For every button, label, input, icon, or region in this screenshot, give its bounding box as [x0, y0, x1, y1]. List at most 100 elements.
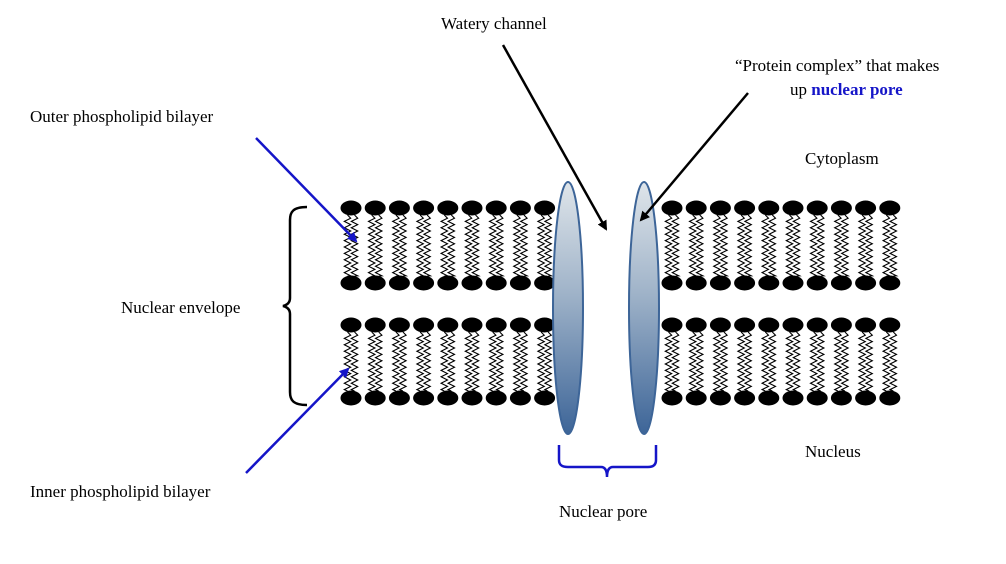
phospholipid-bilayers: [340, 200, 901, 406]
phospholipid-inner: [364, 317, 386, 406]
phospholipid-head: [709, 200, 731, 216]
phospholipid-head: [485, 317, 507, 333]
phospholipid-head: [388, 275, 410, 291]
pore-protein-right: [628, 181, 660, 435]
phospholipid-head: [461, 390, 483, 406]
phospholipid-head: [413, 390, 435, 406]
phospholipid-head: [437, 390, 459, 406]
watery-channel-label: Watery channel: [441, 14, 547, 33]
phospholipid-head: [855, 200, 877, 216]
phospholipid-head: [340, 275, 362, 291]
protein-complex-arrow: [639, 92, 749, 222]
pore-protein-left: [552, 181, 584, 435]
phospholipid-head: [855, 390, 877, 406]
watery-channel-arrow: [501, 44, 608, 231]
phospholipid-inner: [461, 317, 483, 406]
phospholipid-head: [734, 200, 756, 216]
phospholipid-head: [782, 390, 804, 406]
phospholipid-head: [685, 390, 707, 406]
phospholipid-head: [709, 275, 731, 291]
phospholipid-head: [830, 390, 852, 406]
phospholipid-head: [734, 275, 756, 291]
phospholipid-head: [855, 317, 877, 333]
phospholipid-outer: [461, 200, 483, 291]
phospholipid-head: [388, 390, 410, 406]
phospholipid-head: [413, 275, 435, 291]
phospholipid-head: [461, 317, 483, 333]
phospholipid-head: [806, 275, 828, 291]
phospholipid-head: [830, 200, 852, 216]
phospholipid-inner: [485, 317, 507, 406]
phospholipid-head: [709, 317, 731, 333]
phospholipid-head: [461, 275, 483, 291]
phospholipid-head: [509, 200, 531, 216]
phospholipid-head: [879, 317, 901, 333]
phospholipid-head: [782, 200, 804, 216]
outer-bilayer-arrow: [255, 137, 358, 243]
phospholipid-head: [758, 275, 780, 291]
outer-bilayer-label: Outer phospholipid bilayer: [30, 107, 214, 126]
phospholipid-outer: [879, 200, 901, 291]
phospholipid-head: [534, 275, 556, 291]
phospholipid-inner: [388, 317, 410, 406]
phospholipid-head: [661, 275, 683, 291]
phospholipid-head: [806, 390, 828, 406]
phospholipid-outer: [509, 200, 531, 291]
phospholipid-head: [340, 200, 362, 216]
inner-bilayer-arrow: [245, 367, 350, 474]
phospholipid-head: [509, 275, 531, 291]
phospholipid-inner: [340, 317, 362, 406]
phospholipid-outer: [830, 200, 852, 291]
phospholipid-inner: [879, 317, 901, 406]
phospholipid-head: [437, 275, 459, 291]
phospholipid-head: [413, 200, 435, 216]
cytoplasm-label: Cytoplasm: [805, 149, 879, 168]
phospholipid-head: [661, 317, 683, 333]
inner-bilayer-label: Inner phospholipid bilayer: [30, 482, 211, 501]
phospholipid-head: [388, 200, 410, 216]
phospholipid-head: [758, 317, 780, 333]
nuclear-pore-highlight: nuclear pore: [811, 80, 903, 99]
phospholipid-head: [509, 317, 531, 333]
phospholipid-head: [364, 390, 386, 406]
phospholipid-head: [485, 275, 507, 291]
phospholipid-inner: [509, 317, 531, 406]
phospholipid-head: [340, 390, 362, 406]
phospholipid-outer: [340, 200, 362, 291]
phospholipid-head: [879, 390, 901, 406]
phospholipid-head: [413, 317, 435, 333]
envelope-bracket: [282, 205, 308, 407]
phospholipid-inner: [661, 317, 683, 406]
phospholipid-outer: [782, 200, 804, 291]
phospholipid-head: [437, 317, 459, 333]
phospholipid-head: [830, 317, 852, 333]
phospholipid-outer: [413, 200, 435, 291]
phospholipid-head: [830, 275, 852, 291]
phospholipid-head: [437, 200, 459, 216]
phospholipid-head: [685, 200, 707, 216]
protein-complex-prefix: up: [790, 80, 812, 99]
phospholipid-head: [806, 200, 828, 216]
phospholipid-inner: [709, 317, 731, 406]
phospholipid-head: [879, 200, 901, 216]
phospholipid-inner: [734, 317, 756, 406]
phospholipid-head: [782, 317, 804, 333]
phospholipid-head: [485, 200, 507, 216]
phospholipid-outer: [661, 200, 683, 291]
phospholipid-inner: [758, 317, 780, 406]
phospholipid-head: [734, 317, 756, 333]
phospholipid-head: [758, 390, 780, 406]
nuclear-envelope-label: Nuclear envelope: [121, 298, 241, 317]
phospholipid-inner: [855, 317, 877, 406]
phospholipid-outer: [388, 200, 410, 291]
phospholipid-head: [782, 275, 804, 291]
phospholipid-head: [461, 200, 483, 216]
phospholipid-head: [364, 317, 386, 333]
phospholipid-outer: [485, 200, 507, 291]
phospholipid-head: [661, 200, 683, 216]
phospholipid-outer: [734, 200, 756, 291]
protein-complex-label-line2: up nuclear pore: [790, 80, 903, 100]
phospholipid-head: [364, 200, 386, 216]
